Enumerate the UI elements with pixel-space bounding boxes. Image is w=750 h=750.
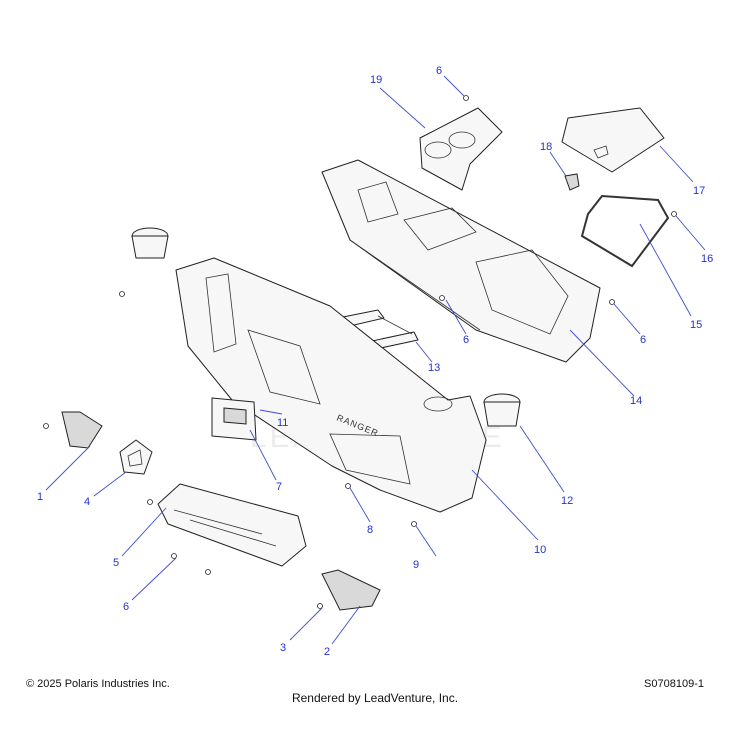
callout-19[interactable]: 19 [370,74,382,86]
callout-1[interactable]: 1 [37,491,43,503]
callout-10[interactable]: 10 [534,544,546,556]
callout-9[interactable]: 9 [413,559,419,571]
callouts: 19 6 18 17 16 15 6 14 6 13 11 7 12 10 8 … [37,65,713,658]
fasteners [43,95,677,609]
callout-4[interactable]: 4 [84,496,90,508]
part-grille-right[interactable] [321,569,381,611]
part-seal[interactable] [580,194,670,268]
callout-18[interactable]: 18 [540,141,552,153]
callout-16[interactable]: 16 [701,253,713,265]
part-latch[interactable] [564,173,580,191]
part-cupholder-console[interactable] [419,107,503,191]
part-glovebox-lid[interactable] [561,107,665,173]
callout-6[interactable]: 6 [640,334,646,346]
part-cupholder-right[interactable] [483,393,521,427]
callout-7[interactable]: 7 [276,481,282,493]
copyright-text: © 2025 Polaris Industries Inc. [26,678,170,690]
callout-11[interactable]: 11 [277,417,288,429]
diagram-id-text: S0708109-1 [644,678,704,690]
callout-6[interactable]: 6 [436,65,442,77]
part-vent-bezel[interactable] [119,439,153,475]
part-grille-left[interactable] [61,411,103,449]
callout-5[interactable]: 5 [113,557,119,569]
callout-13[interactable]: 13 [428,362,440,374]
callout-12[interactable]: 12 [561,495,573,507]
part-upper-dash[interactable] [321,159,601,363]
callout-6[interactable]: 6 [123,601,129,613]
callout-6[interactable]: 6 [463,334,469,346]
callout-8[interactable]: 8 [367,524,373,536]
callout-3[interactable]: 3 [280,642,286,654]
part-switch-bezel[interactable] [211,397,257,441]
part-cupholder-left[interactable] [131,227,169,259]
callout-17[interactable]: 17 [693,185,705,197]
callout-15[interactable]: 15 [690,319,702,331]
leader-lines [45,75,706,645]
rendered-by-text: Rendered by LeadVenture, Inc. [291,691,459,705]
callout-14[interactable]: 14 [630,395,642,407]
callout-2[interactable]: 2 [324,646,330,658]
part-storage-tray[interactable] [157,483,307,567]
